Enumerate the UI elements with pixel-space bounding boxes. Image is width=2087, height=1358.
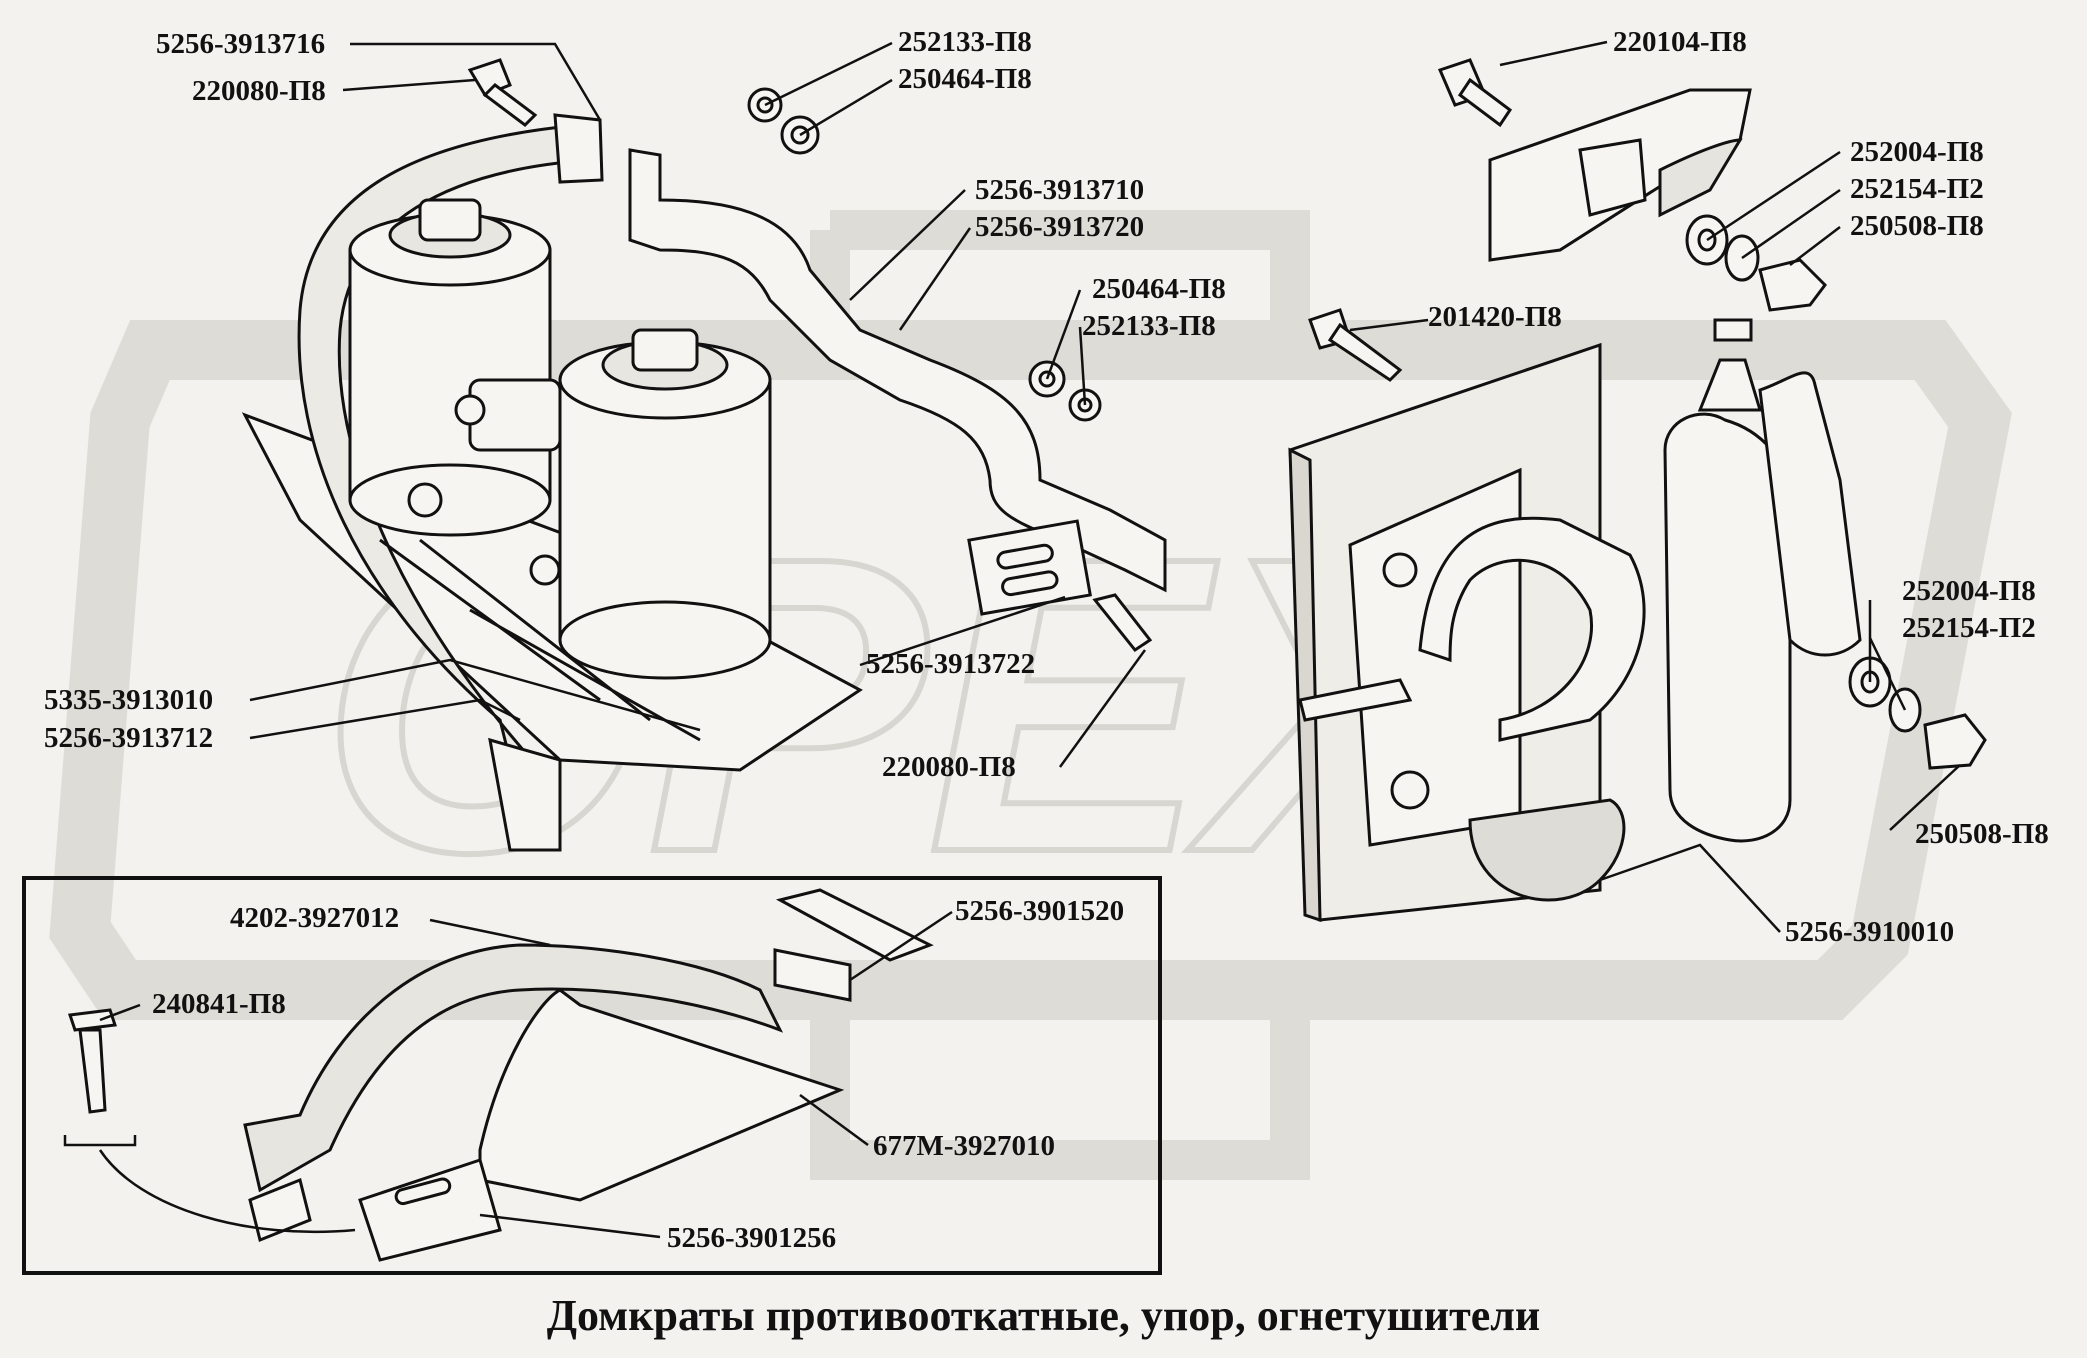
label-5256-3913712: 5256-3913712 bbox=[44, 722, 214, 754]
label-252004-p8-bottom: 252004-П8 bbox=[1902, 575, 2036, 607]
label-4202-3927012: 4202-3927012 bbox=[230, 902, 400, 934]
label-5256-3913716: 5256-3913716 bbox=[156, 28, 326, 60]
label-252154-p2-top: 252154-П2 bbox=[1850, 173, 1984, 205]
label-250464-p8-top: 250464-П8 bbox=[898, 63, 1032, 95]
label-5256-3913722: 5256-3913722 bbox=[866, 648, 1036, 680]
label-677m-3927010: 677М-3927010 bbox=[873, 1130, 1056, 1162]
label-252133-p8-top: 252133-П8 bbox=[898, 26, 1032, 58]
extinguisher bbox=[1663, 318, 1862, 843]
label-250508-p8-bottom: 250508-П8 bbox=[1915, 818, 2049, 850]
extinguisher-mount bbox=[1288, 342, 1646, 923]
label-5256-3913710: 5256-3913710 bbox=[975, 174, 1145, 206]
extinguisher-bracket-top bbox=[1488, 88, 1752, 262]
label-220080-p8-bottom: 220080-П8 bbox=[882, 751, 1016, 783]
jack-bracket bbox=[628, 148, 1167, 616]
label-252154-p2-bottom: 252154-П2 bbox=[1902, 612, 2036, 644]
jacks-assembly bbox=[241, 113, 863, 852]
label-5256-3910010: 5256-3910010 bbox=[1785, 916, 1955, 948]
label-5256-3901256: 5256-3901256 bbox=[667, 1222, 837, 1254]
label-252133-p8-mid: 252133-П8 bbox=[1082, 310, 1216, 342]
label-5256-3913720: 5256-3913720 bbox=[975, 211, 1145, 243]
label-5335-3913010: 5335-3913010 bbox=[44, 684, 214, 716]
label-220104-p8: 220104-П8 bbox=[1613, 26, 1747, 58]
label-220080-p8-top: 220080-П8 bbox=[192, 75, 326, 107]
chock-assembly bbox=[67, 888, 934, 1262]
leader-lines bbox=[63, 40, 1961, 1239]
label-5256-3901520: 5256-3901520 bbox=[955, 895, 1125, 927]
inset-frame bbox=[22, 876, 1162, 1275]
label-252004-p8-top: 252004-П8 bbox=[1850, 136, 1984, 168]
label-250464-p8-mid: 250464-П8 bbox=[1092, 273, 1226, 305]
label-201420-p8: 201420-П8 bbox=[1428, 301, 1562, 333]
label-240841-p8: 240841-П8 bbox=[152, 988, 286, 1020]
label-250508-p8-top: 250508-П8 bbox=[1850, 210, 1984, 242]
diagram-caption: Домкраты противооткатные, упор, огнетуши… bbox=[546, 1291, 1541, 1340]
